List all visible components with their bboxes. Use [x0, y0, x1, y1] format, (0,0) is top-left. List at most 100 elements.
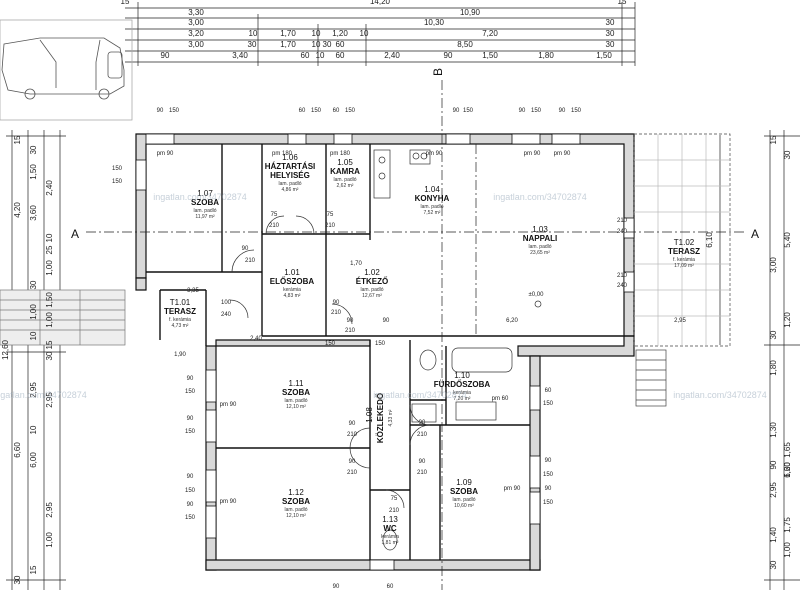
room-area: 7,20 m² — [454, 396, 471, 402]
corridor-area: 4,33 m² — [388, 409, 394, 426]
room-floor: lam. padló — [278, 181, 301, 187]
room-floor: kerámia — [453, 390, 471, 396]
inner-labels-label: 75 — [391, 496, 398, 502]
inner-labels-label: 1,70 — [350, 261, 362, 267]
car-outline — [0, 19, 133, 121]
inner-labels-label: 3,35 — [187, 288, 199, 294]
dims-right-label: 1,80 — [769, 360, 778, 376]
inner-labels-label: 90 — [559, 108, 566, 114]
dims-left-label: 10 — [29, 331, 38, 340]
dims-top-label: 60 — [301, 51, 310, 60]
room-floor: lam. padló — [420, 204, 443, 210]
room-number: 1.05 — [337, 158, 353, 167]
inner-labels-label: 2,95 — [674, 318, 686, 324]
room-name: KONYHA — [415, 194, 450, 203]
dims-right-label: 1,20 — [783, 462, 792, 478]
dims-left-label: 30 — [29, 145, 38, 154]
dims-right-label: 30 — [769, 330, 778, 339]
room-area: 2,62 m² — [337, 183, 354, 189]
dims-right-label: 90 — [769, 460, 778, 469]
inner-labels-label: 90 — [349, 459, 356, 465]
dims-top-label: 1,50 — [596, 51, 612, 60]
dims-right-label: 1,30 — [769, 422, 778, 438]
room-floor: lam. padló — [528, 244, 551, 250]
inner-labels-label: pm 90 — [426, 151, 443, 157]
dims-left-label: 6,60 — [13, 442, 22, 458]
dims-top-label: 1,80 — [538, 51, 554, 60]
room-name: SZOBA — [450, 487, 478, 496]
inner-labels-label: 210 — [617, 218, 628, 224]
inner-labels-label: 90 — [545, 458, 552, 464]
inner-labels-label: 240 — [221, 312, 232, 318]
dims-right-label: 1,75 — [783, 517, 792, 533]
inner-labels-label: 240 — [617, 283, 628, 289]
dims-top-label: 3,00 — [188, 40, 204, 49]
dims-top-label: 1,20 — [332, 29, 348, 38]
inner-labels-label: 60 — [299, 108, 306, 114]
inner-labels-label: 90 — [187, 416, 194, 422]
inner-labels-label: 150 — [325, 341, 336, 347]
dims-left-label: 10 — [29, 425, 38, 434]
room-name: WC — [383, 524, 397, 533]
dims-top-label: 10 — [360, 29, 369, 38]
dims-top-label: 1,70 — [280, 29, 296, 38]
dims-right-label: 1,20 — [783, 312, 792, 328]
dims-left-label: 10 — [45, 233, 54, 242]
dims-left-label: 25 — [45, 245, 54, 254]
room-floor: lam. padló — [193, 208, 216, 214]
dims-left-label: 2,40 — [45, 180, 54, 196]
inner-labels-label: 90 — [187, 376, 194, 382]
inner-labels-label: 150 — [311, 108, 322, 114]
inner-labels-label: 210 — [389, 508, 400, 514]
room-name: KAMRA — [330, 167, 360, 176]
right-dimension-lines — [719, 130, 800, 590]
dims-right-label: 6,60 — [783, 462, 792, 478]
inner-labels-label: 60 — [545, 388, 552, 394]
inner-labels-label: 90 — [157, 108, 164, 114]
room-name: ELŐSZOBA — [270, 277, 315, 286]
inner-labels-label: 6,20 — [506, 318, 518, 324]
inner-labels-label: 150 — [169, 108, 180, 114]
dims-top-label: 1,50 — [482, 51, 498, 60]
dims-top-label: 14,20 — [370, 0, 391, 6]
room-area: 4,86 m² — [282, 187, 299, 193]
watermark: ingatlan.com/34702874 — [0, 390, 87, 400]
inner-labels-label: 150 — [543, 472, 554, 478]
corridor-number: 1.08 — [365, 407, 374, 423]
dims-right-label: 30 — [783, 150, 792, 159]
inner-labels-label: 90 — [347, 318, 354, 324]
inner-labels-label: 150 — [463, 108, 474, 114]
room-area: 1,81 m² — [382, 540, 399, 546]
dims-top-label: 15 — [121, 0, 130, 6]
dims-top-label: 1,70 — [280, 40, 296, 49]
room-area: 4,83 m² — [284, 293, 301, 299]
dims-left-label: 1,00 — [45, 312, 54, 328]
dims-top-label: 30 — [248, 40, 257, 49]
inner-labels-label: 150 — [185, 429, 196, 435]
inner-labels-label: 90 — [453, 108, 460, 114]
dims-left-label: 15 — [29, 565, 38, 574]
watermark: ingatlan.com/34702874 — [153, 192, 247, 202]
dims-top-label: 60 — [336, 51, 345, 60]
inner-labels-label: 75 — [271, 212, 278, 218]
dims-top-label: 30 — [606, 18, 615, 27]
room-number: 1.12 — [288, 488, 304, 497]
inner-labels-label: 90 — [242, 246, 249, 252]
dims-left-label: 4,20 — [13, 202, 22, 218]
room-area: 23,65 m² — [530, 250, 550, 256]
room-name: SZOBA — [191, 198, 219, 207]
dims-right-label: 6,10 — [705, 232, 714, 248]
dims-left-label: 2,95 — [45, 392, 54, 408]
dims-top-label: 90 — [161, 51, 170, 60]
inner-labels-label: 90 — [333, 584, 340, 590]
inner-labels-label: 210 — [417, 470, 428, 476]
dims-left-label: 2,95 — [45, 502, 54, 518]
room-name: ÉTKEZŐ — [356, 277, 388, 286]
dims-top-label: 3,20 — [188, 29, 204, 38]
inner-labels-label: 210 — [269, 223, 280, 229]
inner-labels-label: pm 90 — [157, 151, 174, 157]
room-area: 11,97 m² — [195, 214, 215, 220]
inner-labels-label: pm 90 — [220, 499, 237, 505]
room-area: 4,73 m² — [172, 323, 189, 329]
dims-left-label: 2,95 — [29, 382, 38, 398]
